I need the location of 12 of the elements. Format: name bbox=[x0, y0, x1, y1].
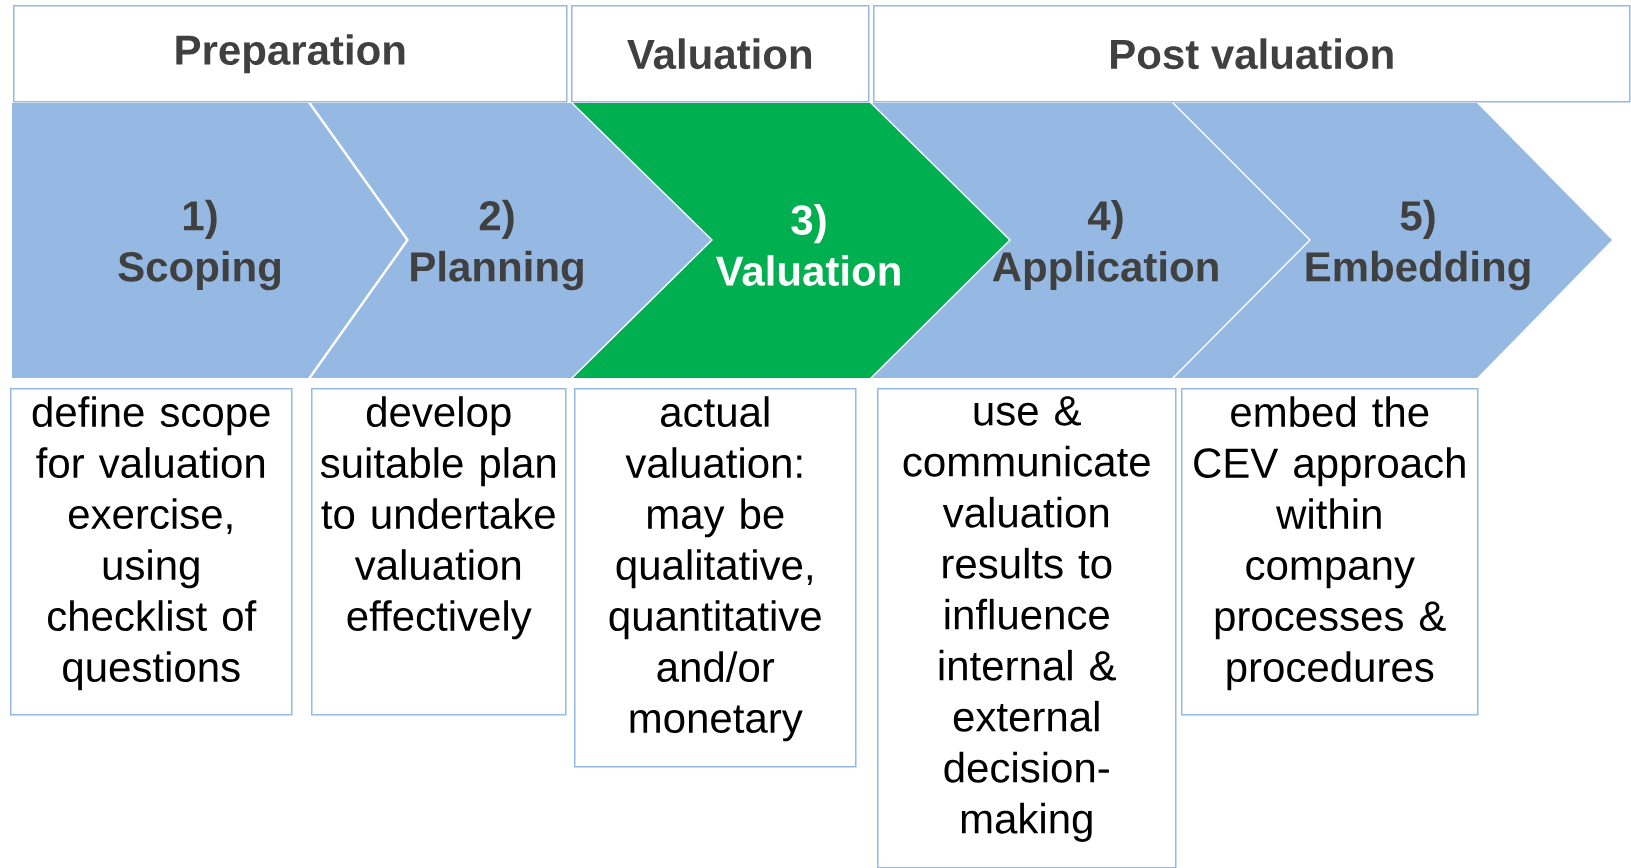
node-label: 1) Scoping bbox=[118, 199, 281, 291]
description-box: actual valuation: may be qualitative, quantitative and/or monetary bbox=[574, 388, 857, 768]
phase-header: Preparation bbox=[13, 5, 568, 103]
chevron-step: 2) Planning bbox=[311, 103, 711, 378]
description-box: use & communicate valuation results to influence internal & external decision-making bbox=[877, 388, 1177, 868]
description-box: embed the CEV approach within company processes & procedures bbox=[1181, 388, 1479, 716]
node-label: 5) Embedding bbox=[1306, 199, 1530, 291]
phase-header: Post valuation bbox=[873, 5, 1631, 103]
chevron-step: 1) Scoping bbox=[12, 103, 406, 378]
description-box: define scope for valuation exercise, using checklist of questions bbox=[10, 388, 293, 716]
description-box: develop suitable plan to undertake valuation effectively bbox=[311, 388, 567, 716]
phase-header: Valuation bbox=[571, 5, 870, 103]
